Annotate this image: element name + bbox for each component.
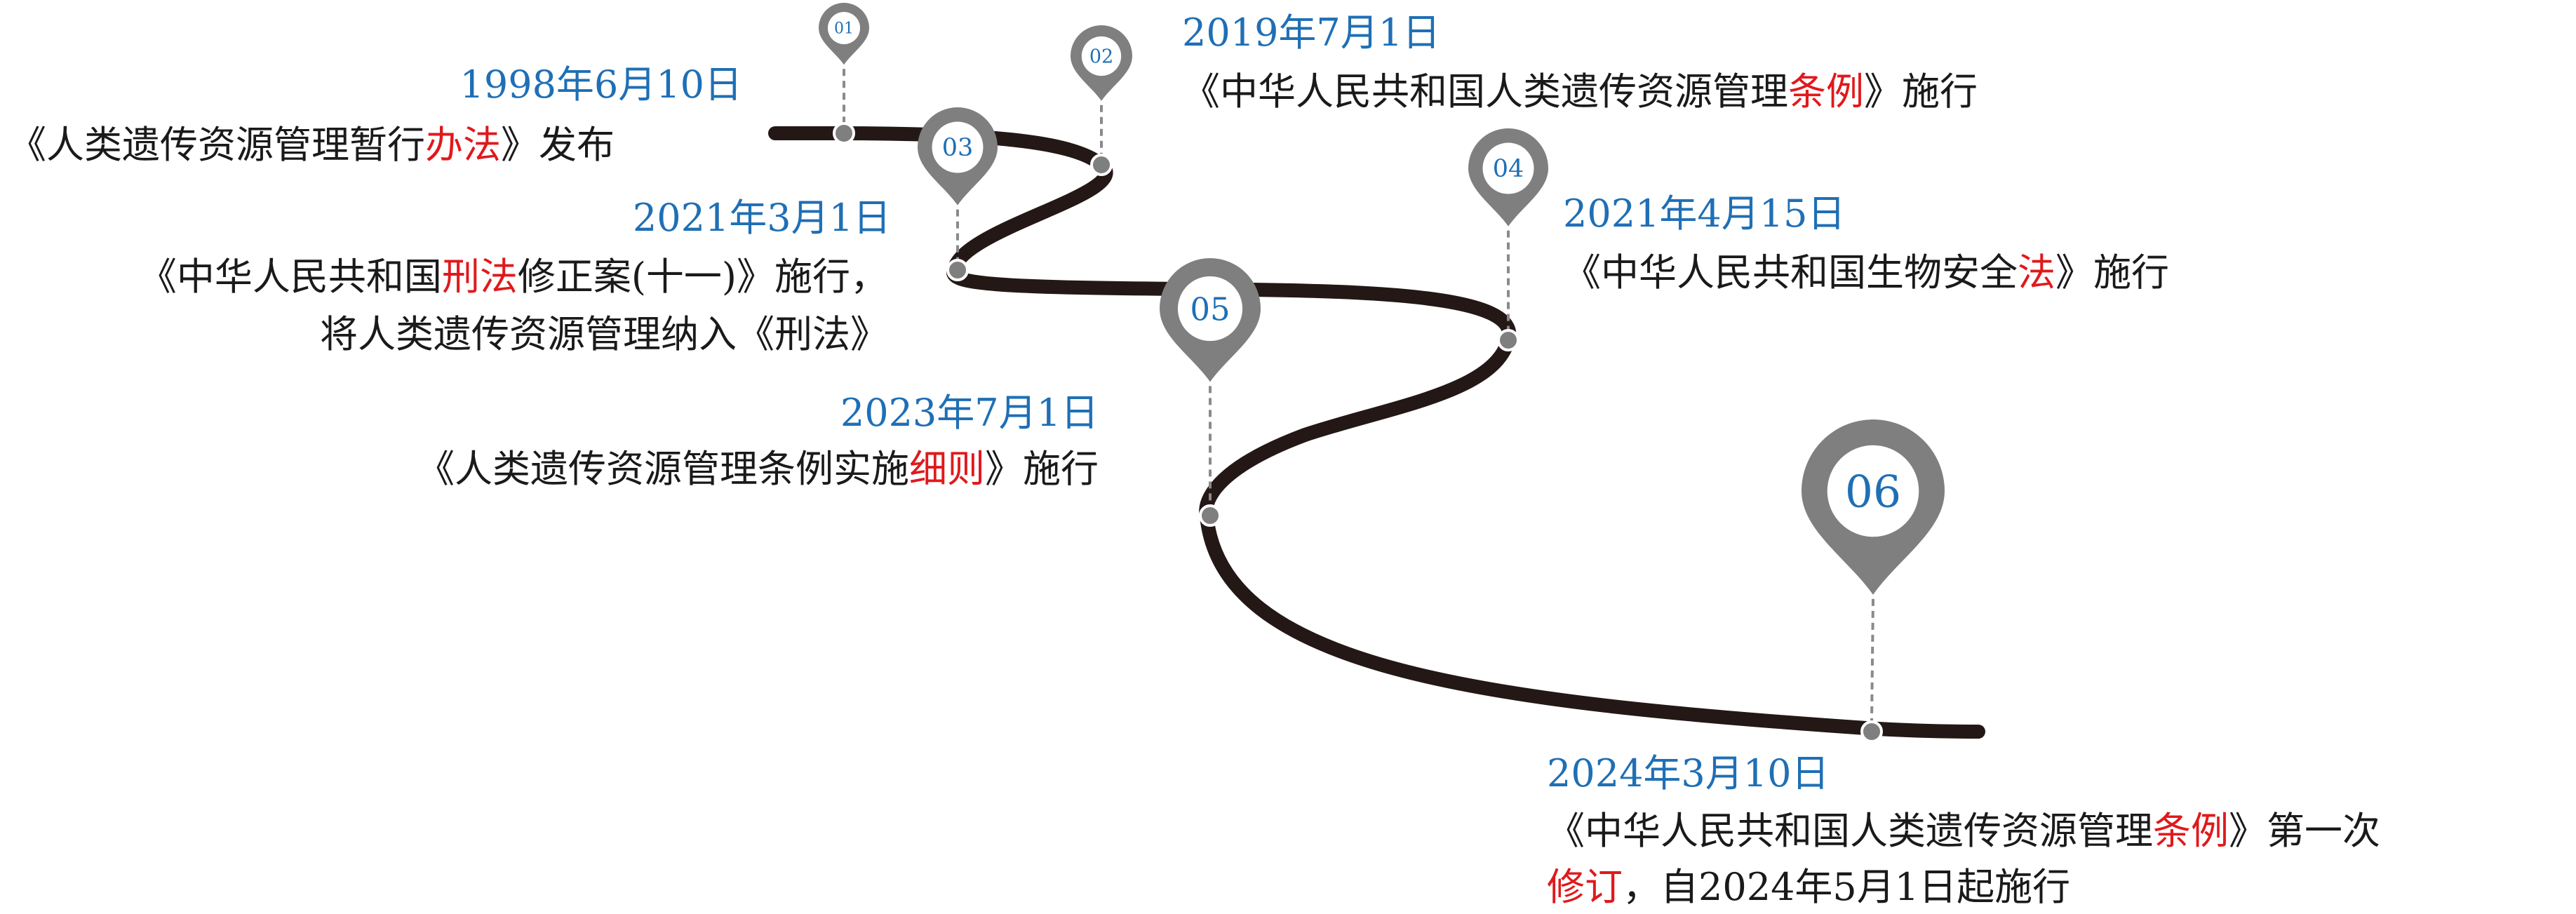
event-06-line2-after: ，自2024年5月1日起施行 [1623, 865, 2071, 909]
path-dot-01 [833, 122, 855, 145]
path-dot-06 [1860, 720, 1883, 743]
event-03-text-before: 《中华人民共和国 [138, 255, 442, 299]
event-03-text-highlight: 刑法 [441, 255, 518, 299]
event-06-text: 《中华人民共和国人类遗传资源管理条例》第一次 [1547, 805, 2380, 857]
event-03-text-line2: 将人类遗传资源管理纳入《刑法》 [320, 312, 888, 356]
event-01-text-highlight: 办法 [425, 123, 501, 167]
event-03-text-after: 修正案(十一)》施行， [517, 255, 888, 299]
event-01-date: 1998年6月10日 [459, 62, 743, 107]
pin-inner-circle-05 [1177, 276, 1243, 342]
pin-number-02: 02 [1089, 46, 1113, 68]
pin-inner-circle-03 [932, 121, 984, 173]
pin-inner-circle-04 [1482, 142, 1534, 194]
event-05-text-highlight: 细则 [909, 447, 985, 491]
event-06-date: 2024年3月10日 [1547, 751, 1830, 795]
path-dot-04 [1497, 329, 1520, 351]
connector-lines [843, 69, 1874, 723]
event-04-text: 《中华人民共和国生物安全法》施行 [1563, 247, 2169, 299]
event-06-text-after: 》第一次 [2229, 809, 2380, 853]
pin-number-06: 06 [1845, 466, 1901, 518]
event-04-text-before: 《中华人民共和国生物安全 [1563, 250, 2018, 295]
pin-inner-circle-02 [1081, 36, 1122, 76]
path-dot-02 [1090, 154, 1113, 176]
event-02-text: 《中华人民共和国人类遗传资源管理条例》施行 [1182, 66, 1978, 118]
event-06-text-before: 《中华人民共和国人类遗传资源管理 [1547, 809, 2153, 853]
pin-number-05: 05 [1190, 291, 1230, 328]
event-02-text-before: 《中华人民共和国人类遗传资源管理 [1182, 69, 1788, 114]
event-06-line2-highlight: 修订 [1547, 865, 1623, 909]
event-05-text-after: 》施行 [985, 447, 1099, 491]
event-05-text: 《人类遗传资源管理条例实施细则》施行 [417, 443, 1099, 495]
event-05-date: 2023年7月1日 [840, 391, 1099, 435]
event-03-text: 《中华人民共和国刑法修正案(十一)》施行， [139, 251, 888, 303]
event-03-date: 2021年3月1日 [632, 196, 891, 240]
event-02-text-highlight: 条例 [1788, 69, 1864, 114]
event-01-text: 《人类遗传资源管理暂行办法》发布 [8, 119, 615, 171]
event-04-date: 2021年4月15日 [1563, 191, 1846, 236]
connector-line-06 [1870, 598, 1874, 723]
path-dot-03 [946, 259, 969, 281]
pin-inner-circle-01 [827, 11, 861, 45]
event-05-text-before: 《人类遗传资源管理条例实施 [417, 447, 909, 491]
event-06-text-highlight: 条例 [2153, 809, 2229, 853]
event-04-text-after: 》施行 [2055, 250, 2169, 295]
pin-number-04: 04 [1493, 155, 1524, 183]
pin-number-03: 03 [942, 134, 974, 162]
location-pins: 01 02 03 04 05 06 [819, 3, 1945, 743]
event-04-text-highlight: 法 [2018, 250, 2055, 295]
pin-inner-circle-06 [1827, 445, 1919, 537]
event-01-text-before: 《人类遗传资源管理暂行 [8, 123, 425, 167]
event-02-date: 2019年7月1日 [1182, 11, 1441, 55]
path-dot-05 [1199, 504, 1221, 527]
event-02-text-after: 》施行 [1864, 69, 1978, 114]
event-06-text-line2: 修订，自2024年5月1日起施行 [1547, 861, 2070, 913]
pin-number-01: 01 [834, 20, 854, 38]
event-01-text-after: 》发布 [501, 123, 615, 167]
